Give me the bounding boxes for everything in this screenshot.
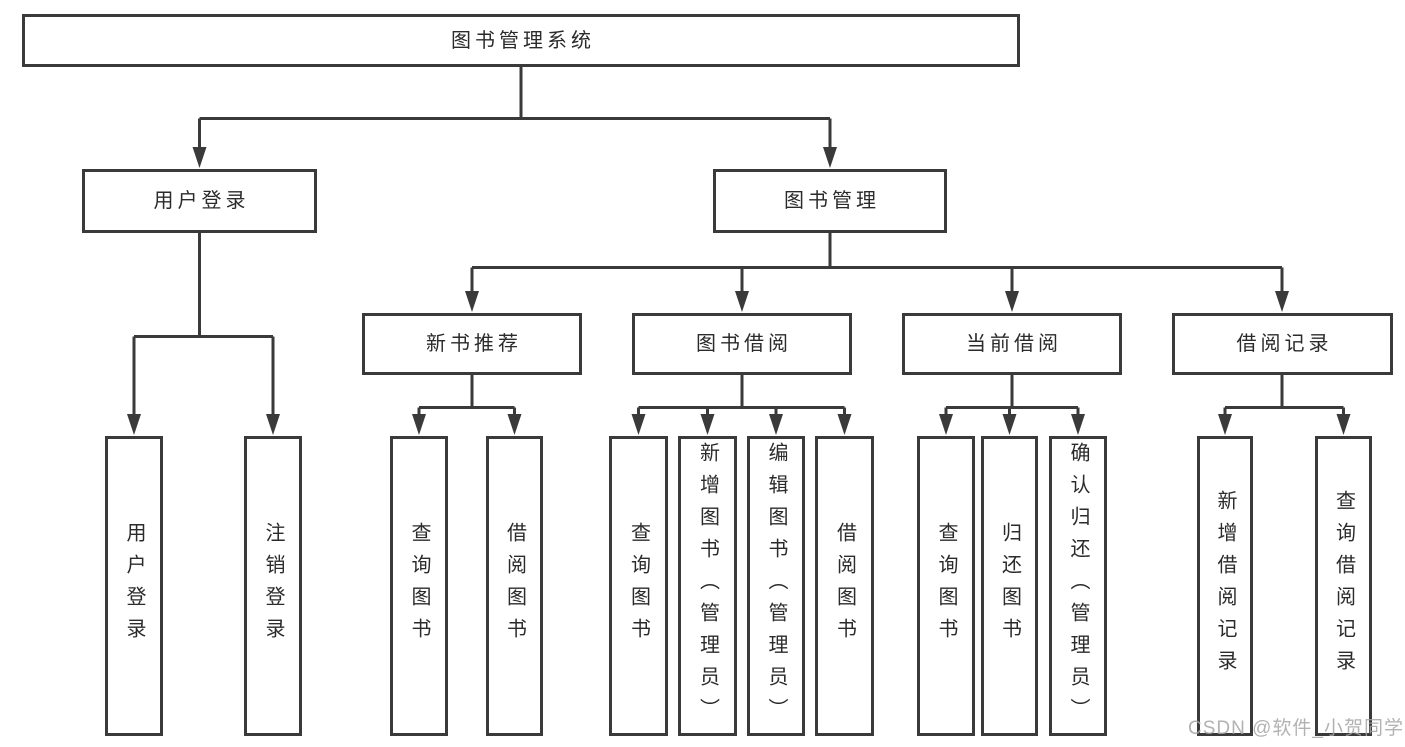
leaf-bb-borrow-book: 借阅图书 [815, 436, 874, 736]
leaf-bb-query-book-label: 查询图书 [627, 522, 650, 650]
leaf-user-login: 用户登录 [105, 436, 163, 736]
node-borrow-records: 借阅记录 [1172, 313, 1393, 375]
connector-root-to-level2 [198, 67, 832, 150]
node-user-login-label: 用户登录 [153, 190, 250, 212]
leaf-br-add-record: 新增借阅记录 [1197, 436, 1253, 736]
connector-newbook-to-leaves [417, 375, 516, 418]
leaf-cb-query-book: 查询图书 [917, 436, 975, 736]
leaf-cb-query-book-label: 查询图书 [935, 522, 957, 650]
leaf-bb-add-book-admin: 新增图书（管理员） [678, 436, 737, 736]
node-book-borrow: 图书借阅 [632, 313, 852, 375]
leaf-bb-edit-book-admin-label: 编辑图书（管理员） [765, 442, 787, 730]
leaf-br-query-record: 查询借阅记录 [1315, 436, 1372, 736]
leaf-nb-borrow-book-label: 借阅图书 [503, 522, 526, 650]
connector-records-to-leaves [1223, 375, 1345, 418]
leaf-bb-edit-book-admin: 编辑图书（管理员） [747, 436, 805, 736]
node-user-login: 用户登录 [82, 169, 317, 233]
connector-userlogin-to-leaves [132, 233, 275, 418]
leaf-cb-return-book-label: 归还图书 [998, 522, 1021, 650]
node-root: 图书管理系统 [22, 14, 1020, 67]
leaf-bb-query-book: 查询图书 [609, 436, 668, 736]
node-root-label: 图书管理系统 [451, 29, 595, 52]
connector-currentborrow-to-leaves [944, 375, 1080, 418]
leaf-logout-label: 注销登录 [262, 522, 284, 650]
node-borrow-records-label: 借阅记录 [1236, 333, 1333, 355]
connector-bookborrow-to-leaves [637, 375, 846, 418]
node-book-borrow-label: 图书借阅 [696, 333, 792, 355]
leaf-user-login-label: 用户登录 [123, 522, 145, 650]
node-current-borrow: 当前借阅 [902, 313, 1122, 375]
leaf-nb-borrow-book: 借阅图书 [486, 436, 543, 736]
leaf-cb-confirm-return-admin-label: 确认归还（管理员） [1067, 442, 1089, 730]
node-book-management-label: 图书管理 [784, 190, 880, 212]
leaf-logout: 注销登录 [244, 436, 302, 736]
watermark: CSDN @软件_小贺同学 [1188, 718, 1404, 739]
arrowheads [127, 147, 1351, 435]
leaf-nb-query-book: 查询图书 [390, 436, 448, 736]
leaf-cb-confirm-return-admin: 确认归还（管理员） [1049, 436, 1107, 736]
node-book-management: 图书管理 [713, 169, 947, 233]
node-new-book-recommend: 新书推荐 [362, 313, 582, 375]
node-current-borrow-label: 当前借阅 [966, 333, 1062, 355]
connector-bookmgmt-to-level3 [470, 233, 1284, 295]
node-new-book-recommend-label: 新书推荐 [426, 333, 522, 355]
leaf-br-add-record-label: 新增借阅记录 [1214, 490, 1236, 682]
leaf-bb-add-book-admin-label: 新增图书（管理员） [696, 442, 719, 730]
leaf-bb-borrow-book-label: 借阅图书 [833, 522, 856, 650]
leaf-nb-query-book-label: 查询图书 [408, 522, 430, 650]
leaf-br-query-record-label: 查询借阅记录 [1332, 490, 1355, 682]
leaf-cb-return-book: 归还图书 [981, 436, 1038, 736]
